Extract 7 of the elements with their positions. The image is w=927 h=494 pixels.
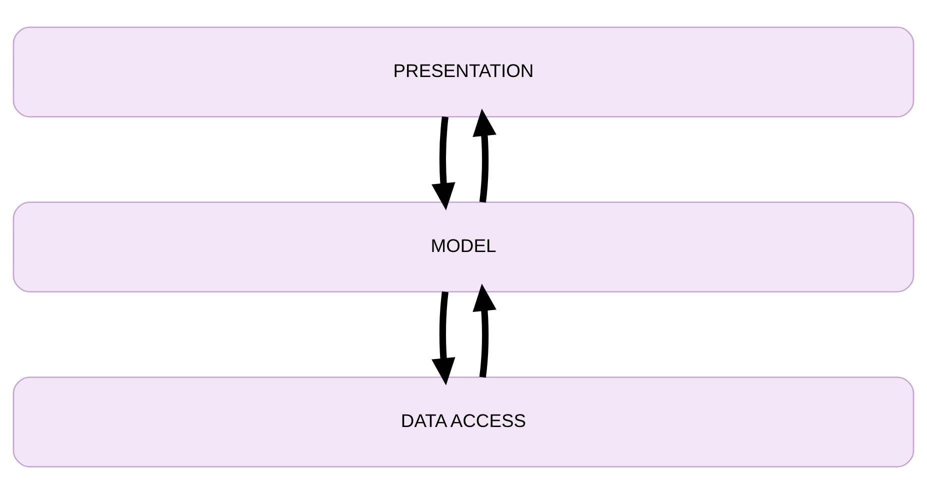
arrow <box>472 108 496 203</box>
arrow <box>432 116 456 210</box>
arrow <box>472 284 496 378</box>
node-box: DATA ACCESS <box>12 376 914 468</box>
node-box: PRESENTATION <box>12 26 914 118</box>
arrow <box>432 291 456 386</box>
node-box: MODEL <box>12 202 914 292</box>
